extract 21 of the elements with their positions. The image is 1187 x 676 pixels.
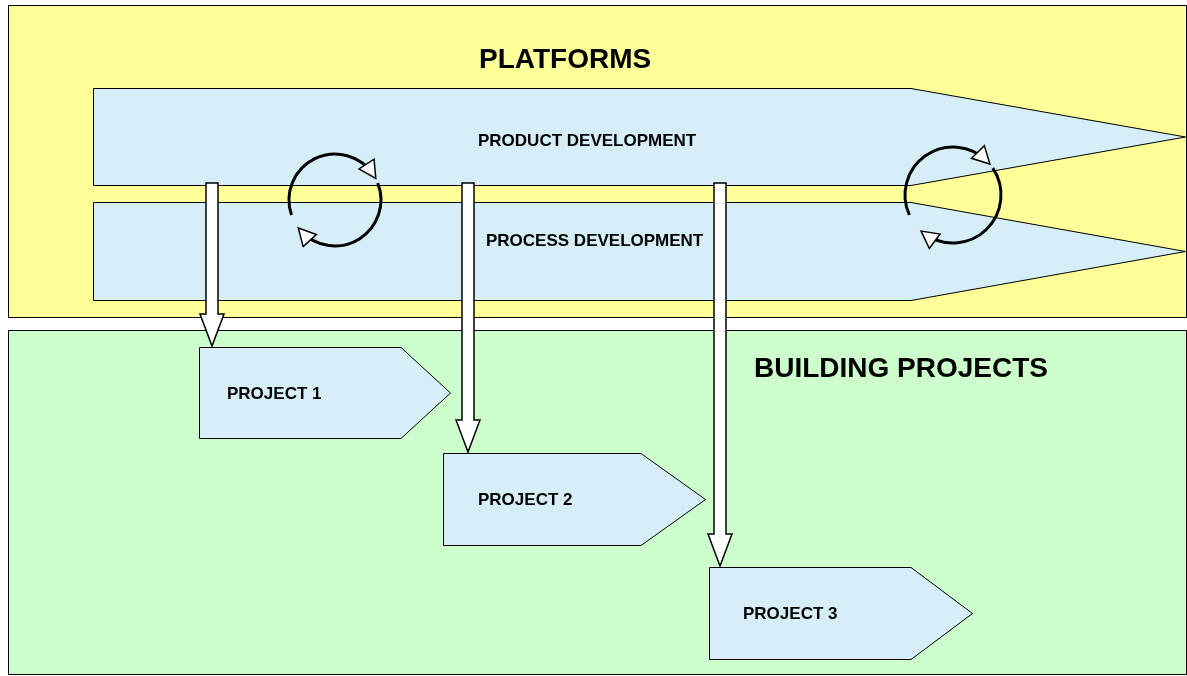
hollow-arrow [198,182,226,349]
shape-label: PRODUCT DEVELOPMENT [478,130,697,152]
arrow-shape [93,88,1186,186]
shape-label: PROJECT 1 [227,383,322,405]
hollow-arrow [706,182,734,569]
band-title: PLATFORMS [479,42,652,76]
arrow-shape [709,567,973,660]
shape-label: PROJECT 2 [478,489,573,511]
swimlane-band [8,5,1187,318]
curved-arrow [287,152,377,216]
arrow-shape [199,347,451,439]
band-title: BUILDING PROJECTS [754,351,1049,385]
curved-arrow [297,182,383,248]
shape-label: PROCESS DEVELOPMENT [486,230,704,252]
curved-arrow [920,167,1003,249]
hollow-arrow [454,182,482,455]
swimlane-band [8,330,1187,675]
shape-label: PROJECT 3 [743,603,838,625]
arrow-shape [93,202,1186,301]
curved-arrow [903,145,991,216]
arrow-shape [443,453,706,546]
